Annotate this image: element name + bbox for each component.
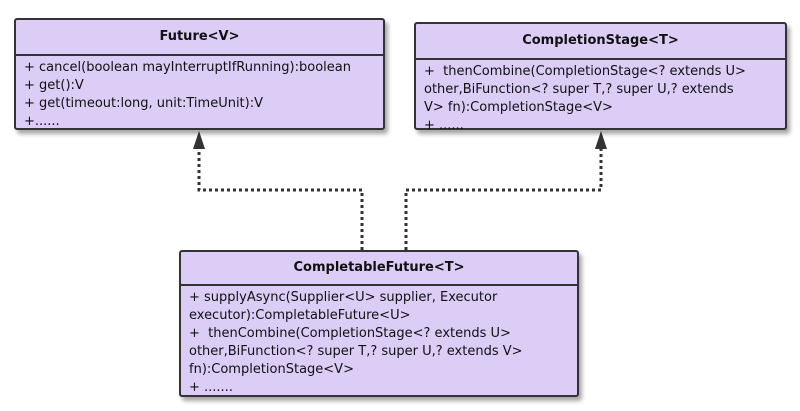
arrowhead-completion-stage-icon [595, 131, 607, 149]
class-member: + ....... [189, 380, 233, 395]
class-completion-stage[interactable]: CompletionStage<T> + thenCombine(Complet… [414, 22, 787, 133]
class-title: Future<V> [16, 20, 383, 56]
arrowhead-future-icon [193, 131, 205, 149]
class-member: + get(timeout:long, unit:TimeUnit):V [24, 96, 263, 111]
class-member: + get():V [24, 78, 84, 93]
class-member: + ...... [424, 118, 464, 133]
class-member: + supplyAsync(Supplier<U> supplier, Exec… [189, 290, 498, 305]
class-completable-future[interactable]: CompletableFuture<T> + supplyAsync(Suppl… [179, 250, 579, 397]
class-member: + thenCombine(CompletionStage<? extends … [424, 64, 746, 79]
class-title: CompletionStage<T> [416, 24, 785, 60]
class-member: executor):CompletableFuture<U> [189, 308, 411, 323]
class-member: fn):CompletionStage<V> [189, 362, 354, 377]
class-member: + thenCombine(CompletionStage<? extends … [189, 326, 511, 341]
class-member: V> fn):CompletionStage<V> [424, 100, 613, 115]
class-title: CompletableFuture<T> [181, 252, 577, 286]
realization-line-completion-stage [404, 147, 603, 250]
realization-line-future [197, 147, 364, 250]
class-members: + supplyAsync(Supplier<U> supplier, Exec… [181, 286, 577, 397]
class-member: other,BiFunction<? super T,? super U,? e… [189, 344, 523, 359]
class-members: + cancel(boolean mayInterruptIfRunning):… [16, 56, 383, 131]
class-future[interactable]: Future<V> + cancel(boolean mayInterruptI… [14, 18, 385, 130]
class-member: + cancel(boolean mayInterruptIfRunning):… [24, 60, 351, 75]
class-member: other,BiFunction<? super T,? super U,? e… [424, 82, 734, 97]
class-members: + thenCombine(CompletionStage<? extends … [416, 60, 785, 135]
class-member: +...... [24, 114, 60, 129]
